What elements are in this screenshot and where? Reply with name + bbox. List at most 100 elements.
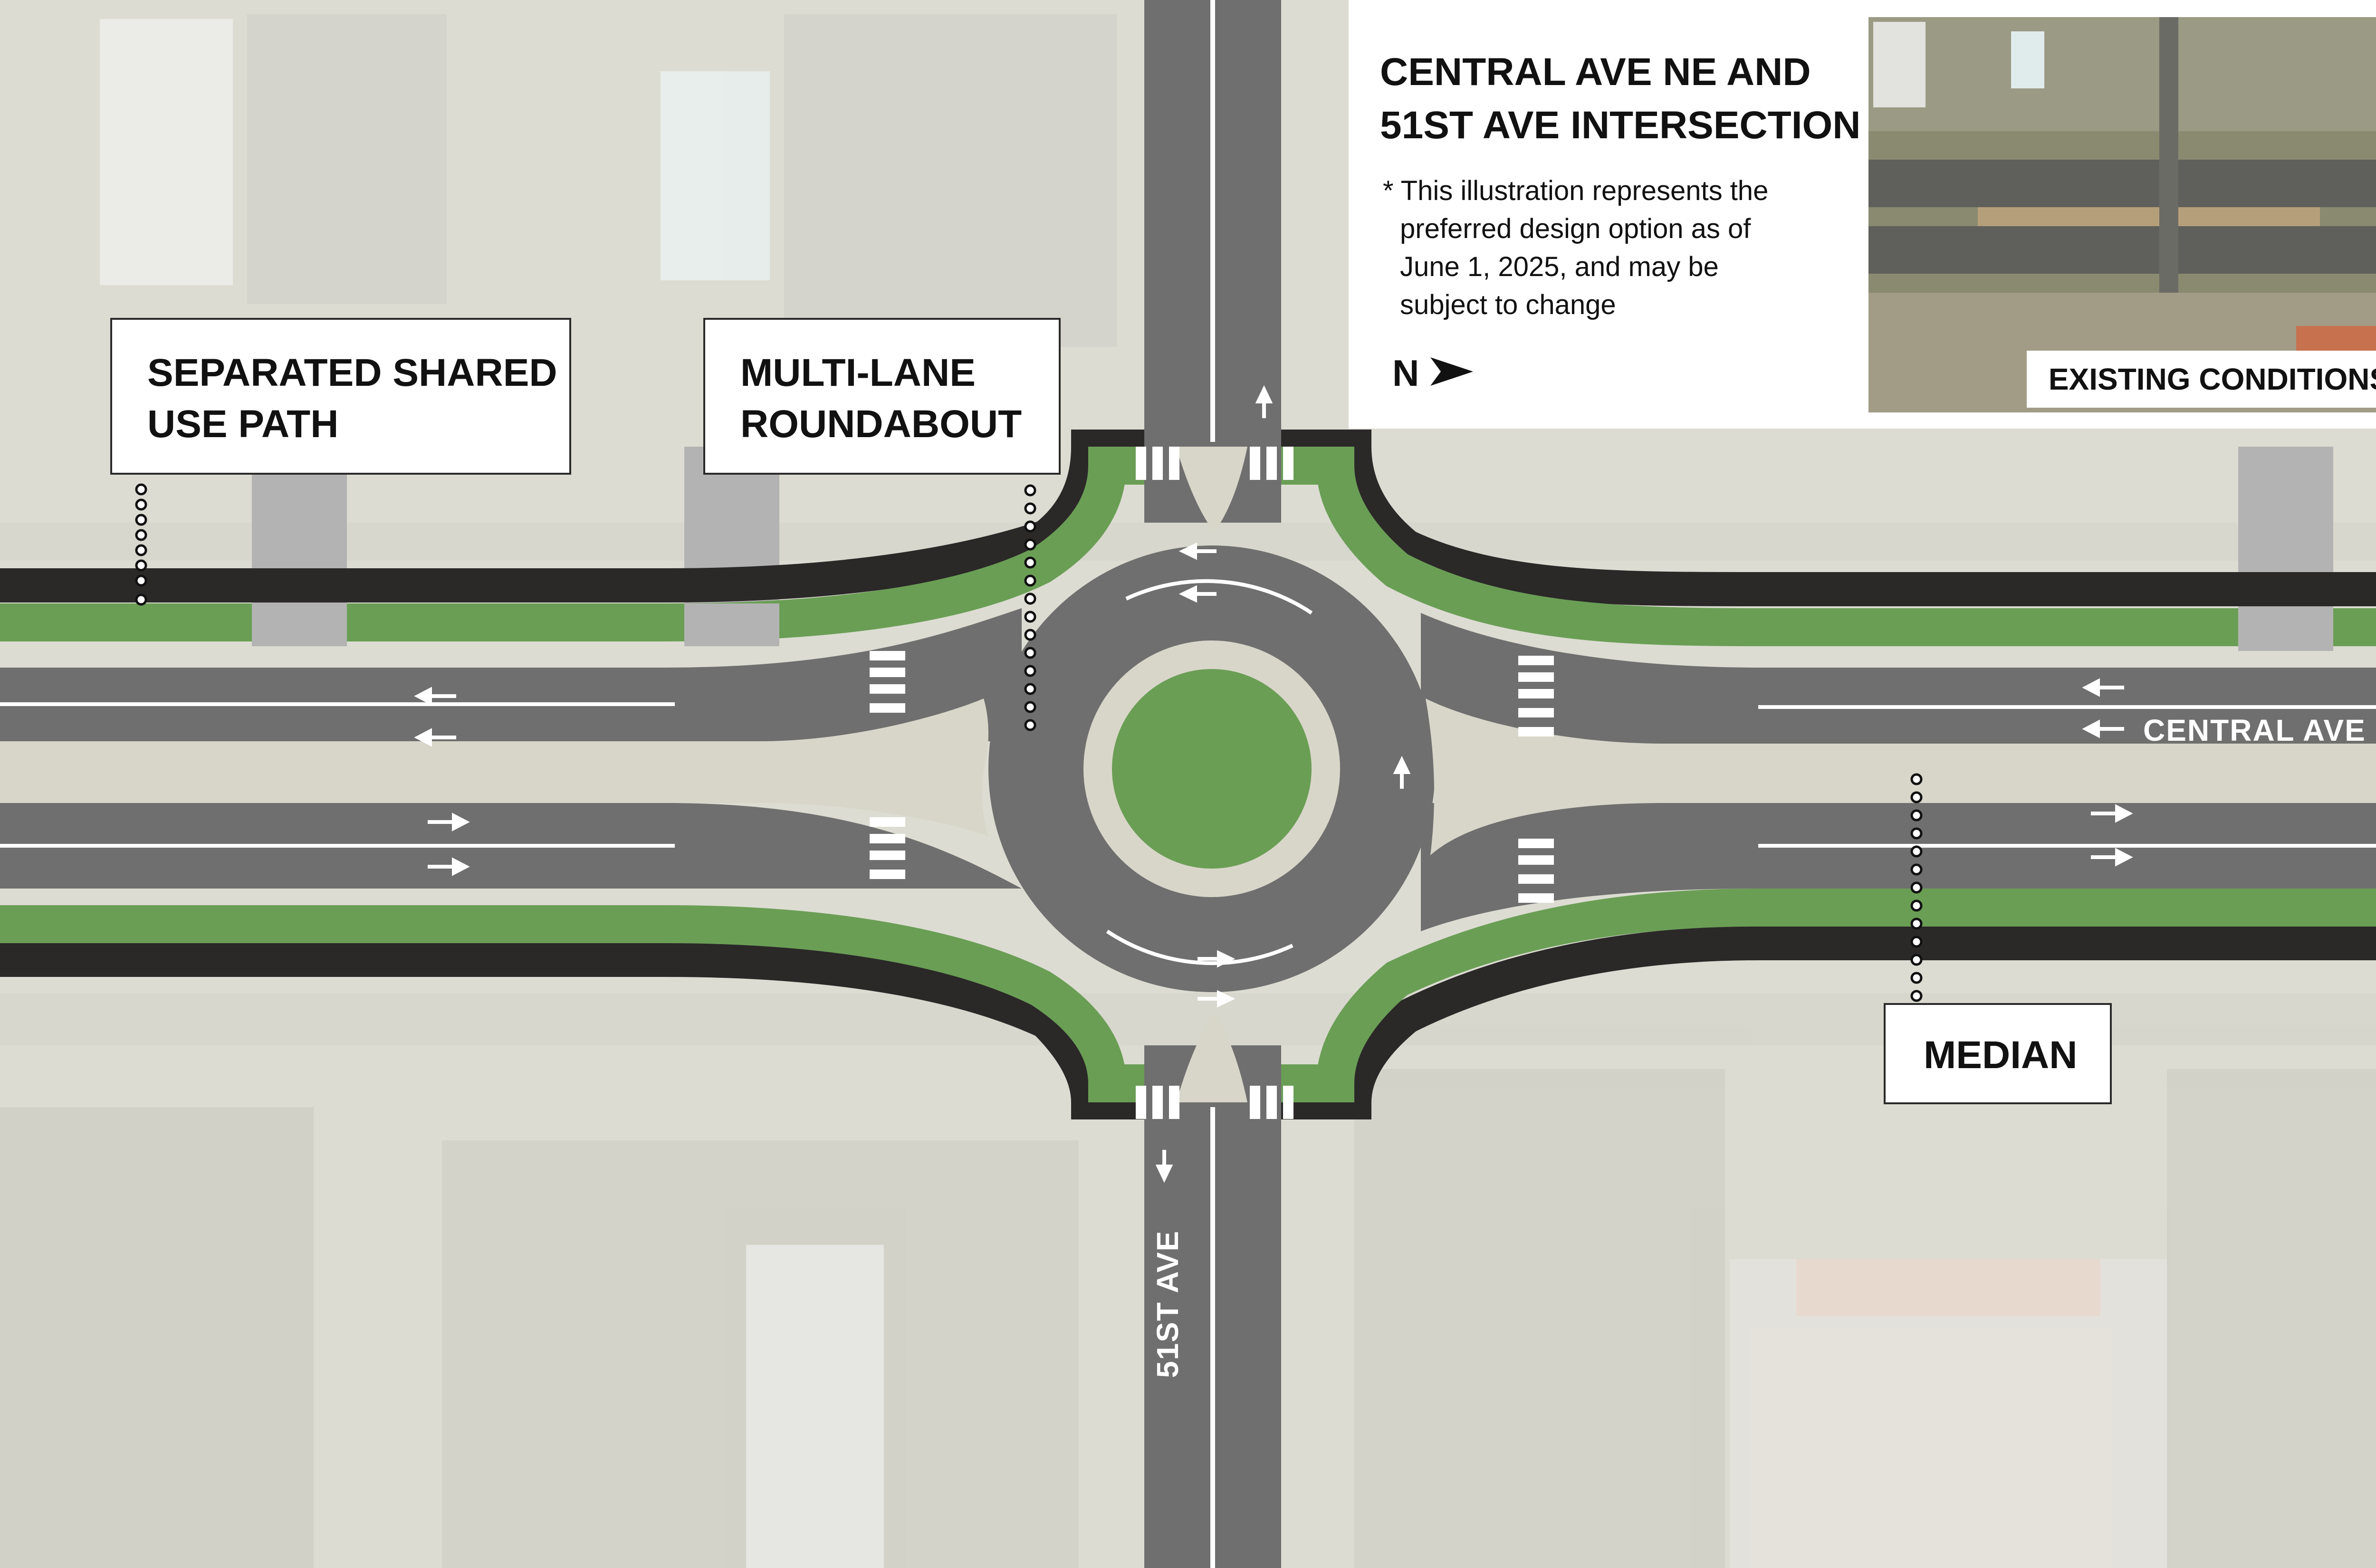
lane-arrow-head [2082, 678, 2100, 697]
leader-dot [1910, 918, 1923, 930]
callout-roundabout-line2: ROUNDABOUT [740, 402, 1022, 446]
lane-arrow-head [452, 857, 470, 876]
crosswalk-stripe [870, 651, 905, 660]
median-east [1426, 698, 2376, 855]
leader-dot [1024, 538, 1036, 551]
leader-dot [1024, 502, 1036, 515]
lane-arrow-head [414, 687, 432, 706]
leader-dot [1024, 629, 1036, 641]
note-line2: preferred design option as of [1400, 213, 1751, 244]
inset-median [1978, 207, 2320, 226]
leader-dot [1024, 611, 1036, 623]
lane-arrow-head [414, 728, 432, 747]
leader-dot [1024, 556, 1036, 569]
leader-dot [1024, 647, 1036, 659]
inset-building [1873, 22, 1926, 107]
inset-road [1868, 226, 2376, 274]
driveway-crossing [684, 603, 779, 646]
note-line4: subject to change [1400, 289, 1616, 320]
leader-dot [1910, 773, 1923, 785]
leader-dot [1910, 899, 1923, 912]
leader-dot [135, 498, 147, 511]
note-line1: * This illustration represents the [1383, 175, 1769, 206]
lane-arrow-head [1217, 950, 1236, 968]
leader-dot [135, 514, 147, 526]
lane-arrow-head [1155, 1165, 1173, 1183]
leader-dot [1024, 574, 1036, 587]
inset-road [1868, 160, 2376, 207]
building [100, 19, 233, 285]
parking-lot [784, 14, 1117, 347]
crosswalk-stripe [870, 817, 905, 827]
crosswalk-stripe [1518, 672, 1554, 682]
callout-median-label: MEDIAN [1924, 1033, 2078, 1077]
design-disclaimer-note: * This illustration represents the prefe… [1383, 172, 1811, 324]
crosswalk-stripe [870, 668, 905, 677]
parking-lot [247, 14, 447, 304]
existing-conditions-label: EXISTING CONDITIONS [2027, 351, 2376, 408]
crosswalk-stripe [1250, 447, 1260, 480]
crosswalk-stripe [1283, 447, 1293, 480]
crosswalk-stripe [1518, 874, 1554, 884]
crosswalk-stripe [1266, 1086, 1277, 1119]
crosswalk-stripe [870, 684, 905, 694]
building [746, 1245, 884, 1568]
crosswalk-stripe [1283, 1086, 1293, 1119]
lane-arrow-head [2115, 804, 2133, 823]
leader-dot [1024, 593, 1036, 605]
lane-arrow-head [1217, 990, 1236, 1008]
callout-shared-use-path-line1: SEPARATED SHARED [147, 351, 557, 394]
lane-arrows [414, 385, 2133, 1183]
crosswalk-stripe [1169, 447, 1179, 480]
lane-arrow-head [452, 813, 470, 832]
51st-ave-label: 51ST AVE [1150, 1230, 1185, 1378]
lane-arrow-head [1255, 385, 1273, 403]
building [661, 71, 770, 280]
crosswalk-stripe [1518, 727, 1554, 736]
leader-dot [1910, 954, 1923, 966]
building-roof [1796, 1259, 2100, 1316]
crosswalk-stripe [870, 851, 905, 860]
lane-arrow-head [2115, 848, 2133, 867]
inset-lot [1868, 17, 2376, 131]
crosswalk-stripe [870, 703, 905, 713]
parking-lot [2167, 1069, 2376, 1568]
north-arrow-icon [1430, 357, 1473, 386]
leader-dot [135, 483, 147, 496]
leader-dot [1910, 881, 1923, 894]
lane-arrow-head [1178, 542, 1197, 560]
crosswalk-stripe [1169, 1086, 1179, 1119]
splitter-island-south [1176, 1012, 1247, 1102]
crosswalk-stripe [1518, 839, 1554, 848]
central-ave-east-eastbound [1421, 803, 2376, 931]
driveway-crossing [252, 603, 347, 646]
leader-dot [135, 574, 147, 587]
central-island-landscaping [1112, 669, 1312, 869]
inset-building [2011, 31, 2044, 88]
crosswalk-stripe [1518, 708, 1554, 717]
crosswalk-stripe [1136, 1086, 1146, 1119]
leader-dot [135, 593, 147, 606]
crosswalk-stripe [1518, 689, 1554, 698]
leader-dot [1024, 683, 1036, 695]
parking-lot [0, 1107, 314, 1568]
central-ave-label: CENTRAL AVE NE [2143, 713, 2376, 747]
lane-arrow-head [1393, 755, 1411, 774]
crosswalk-stripe [1152, 447, 1163, 480]
leader-dot [1910, 863, 1923, 876]
leader-dot [1910, 809, 1923, 822]
leader-dot [1910, 845, 1923, 858]
central-ave-east-westbound [1421, 613, 2376, 744]
parking-lot [1354, 1069, 1725, 1568]
central-ave-westbound [0, 608, 1022, 741]
leader-dot [1910, 990, 1923, 1002]
callout-shared-use-path-line2: USE PATH [147, 402, 339, 446]
leader-dot [1910, 791, 1923, 803]
leader-dot [1024, 484, 1036, 497]
circulating-lane-line [1106, 929, 1293, 966]
crosswalk-stripe [1250, 1086, 1260, 1119]
lane-arrow-head [1178, 585, 1197, 603]
crosswalk-stripe [1266, 447, 1277, 480]
crosswalk-stripe [1136, 447, 1146, 480]
